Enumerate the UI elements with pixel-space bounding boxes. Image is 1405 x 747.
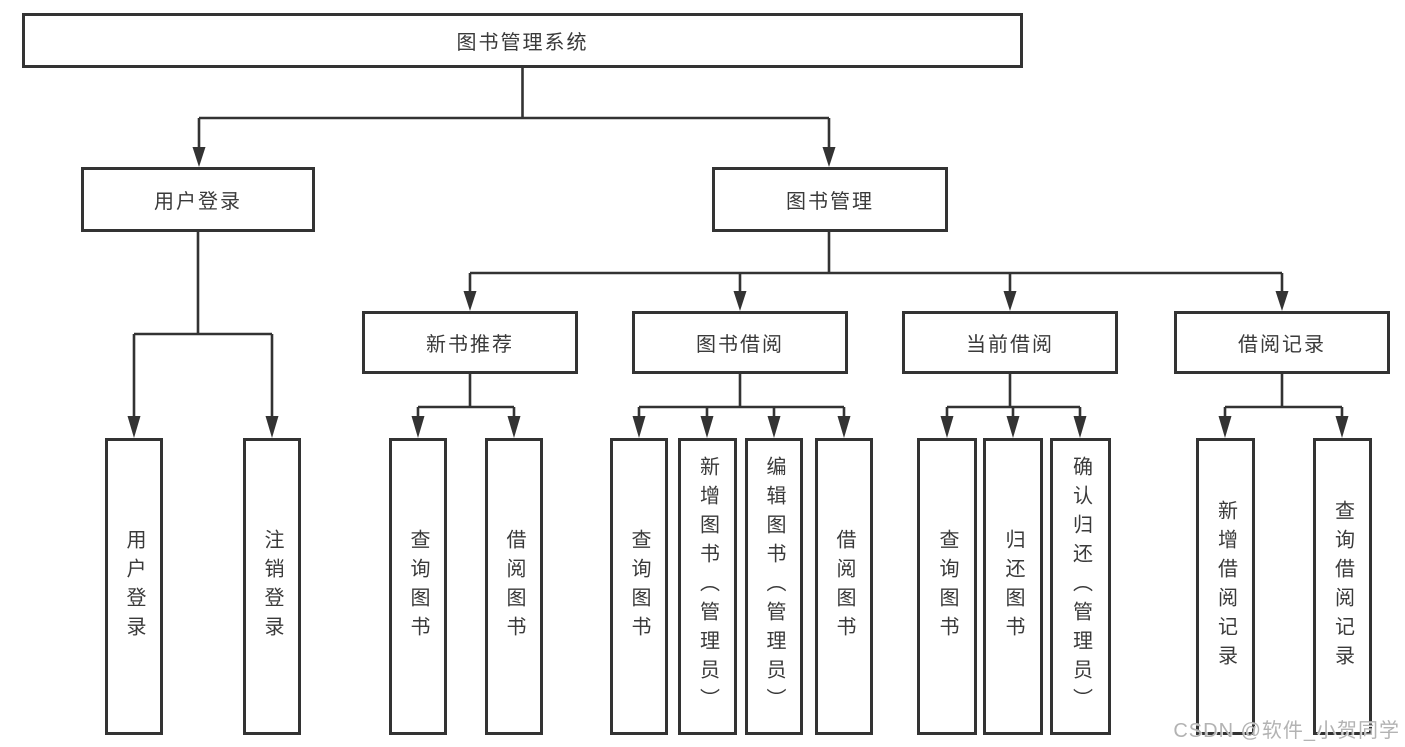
arrowhead-icon xyxy=(940,416,954,438)
node-label: 新增借阅记录 xyxy=(1214,499,1237,674)
node-label: 注销登录 xyxy=(261,528,283,645)
node-label: 新增图书（管理员） xyxy=(696,456,719,717)
node-label: 借阅记录 xyxy=(1238,334,1326,356)
arrowhead-icon xyxy=(1335,416,1349,438)
node-label: 借阅图书 xyxy=(833,528,855,645)
arrowhead-icon xyxy=(733,291,747,311)
watermark-text: CSDN @软件_小贺同学 xyxy=(1173,720,1400,742)
node-label: 用户登录 xyxy=(123,528,145,645)
node-leaf-query-borrow-record: 查询借阅记录 xyxy=(1313,438,1372,735)
node-leaf-query-books-3: 查询图书 xyxy=(917,438,977,735)
node-label: 归还图书 xyxy=(1002,528,1024,645)
node-leaf-return-book: 归还图书 xyxy=(983,438,1043,735)
node-leaf-edit-book-admin: 编辑图书（管理员） xyxy=(745,438,803,735)
arrowhead-icon xyxy=(127,416,141,438)
node-label: 新书推荐 xyxy=(426,334,514,356)
node-leaf-logout: 注销登录 xyxy=(243,438,301,735)
node-leaf-user-login: 用户登录 xyxy=(105,438,163,735)
node-label: 图书借阅 xyxy=(696,334,784,356)
arrowhead-icon xyxy=(822,147,836,167)
arrowhead-icon xyxy=(411,416,425,438)
arrowhead-icon xyxy=(1006,416,1020,438)
arrowhead-icon xyxy=(1003,291,1017,311)
arrowhead-icon xyxy=(463,291,477,311)
node-leaf-add-borrow-record: 新增借阅记录 xyxy=(1196,438,1255,735)
arrowhead-icon xyxy=(632,416,646,438)
node-leaf-borrow-books-2: 借阅图书 xyxy=(815,438,873,735)
node-leaf-query-books-1: 查询图书 xyxy=(389,438,447,735)
node-label: 查询借阅记录 xyxy=(1331,499,1354,674)
node-label: 当前借阅 xyxy=(966,334,1054,356)
arrowhead-icon xyxy=(192,147,206,167)
node-label: 借阅图书 xyxy=(503,528,525,645)
node-library-system: 图书管理系统 xyxy=(22,13,1023,68)
node-leaf-add-book-admin: 新增图书（管理员） xyxy=(678,438,737,735)
node-label: 编辑图书（管理员） xyxy=(763,456,785,717)
arrowhead-icon xyxy=(1073,416,1087,438)
arrowhead-icon xyxy=(837,416,851,438)
node-book-borrowing: 图书借阅 xyxy=(632,311,848,374)
node-current-borrowing: 当前借阅 xyxy=(902,311,1118,374)
node-label: 确认归还（管理员） xyxy=(1069,456,1092,717)
node-leaf-query-books-2: 查询图书 xyxy=(610,438,668,735)
node-book-management: 图书管理 xyxy=(712,167,948,232)
node-label: 图书管理系统 xyxy=(456,32,589,54)
node-leaf-borrow-books-1: 借阅图书 xyxy=(485,438,543,735)
node-user-login: 用户登录 xyxy=(81,167,315,232)
connector-path xyxy=(132,68,1344,420)
node-label: 查询图书 xyxy=(936,528,958,645)
arrowhead-icon xyxy=(767,416,781,438)
arrowhead-icon xyxy=(700,416,714,438)
arrowhead-icon xyxy=(265,416,279,438)
node-label: 查询图书 xyxy=(628,528,650,645)
arrowheads xyxy=(127,147,1349,438)
arrowhead-icon xyxy=(1275,291,1289,311)
node-label: 图书管理 xyxy=(786,191,874,213)
node-label: 用户登录 xyxy=(154,191,242,213)
node-leaf-confirm-return-admin: 确认归还（管理员） xyxy=(1050,438,1111,735)
arrowhead-icon xyxy=(1218,416,1232,438)
node-new-book-recommend: 新书推荐 xyxy=(362,311,578,374)
arrowhead-icon xyxy=(507,416,521,438)
node-borrow-records: 借阅记录 xyxy=(1174,311,1390,374)
node-label: 查询图书 xyxy=(407,528,429,645)
